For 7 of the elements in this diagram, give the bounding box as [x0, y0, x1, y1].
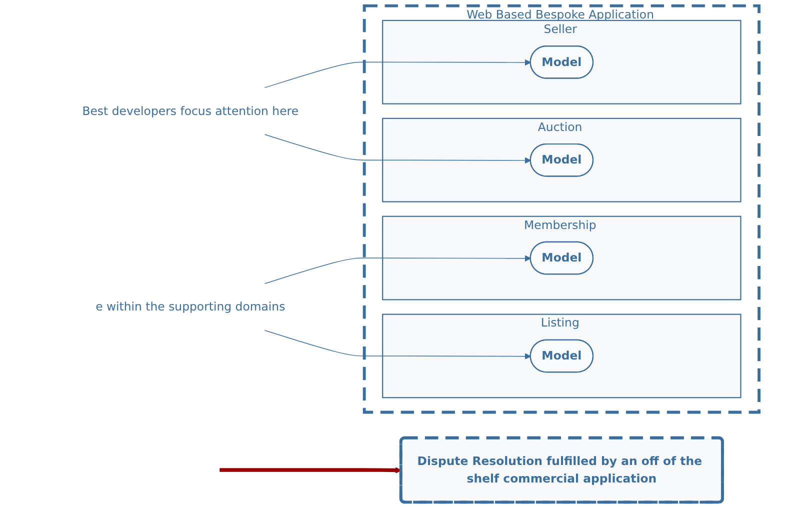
node-text: e within the supporting domains: [96, 300, 286, 314]
node-text: Best developers focus attention here: [82, 104, 299, 118]
arrow: [220, 467, 402, 474]
arrow: [264, 330, 532, 360]
arrow: [264, 134, 532, 164]
arrow: [264, 255, 532, 284]
arrow: [264, 59, 532, 88]
